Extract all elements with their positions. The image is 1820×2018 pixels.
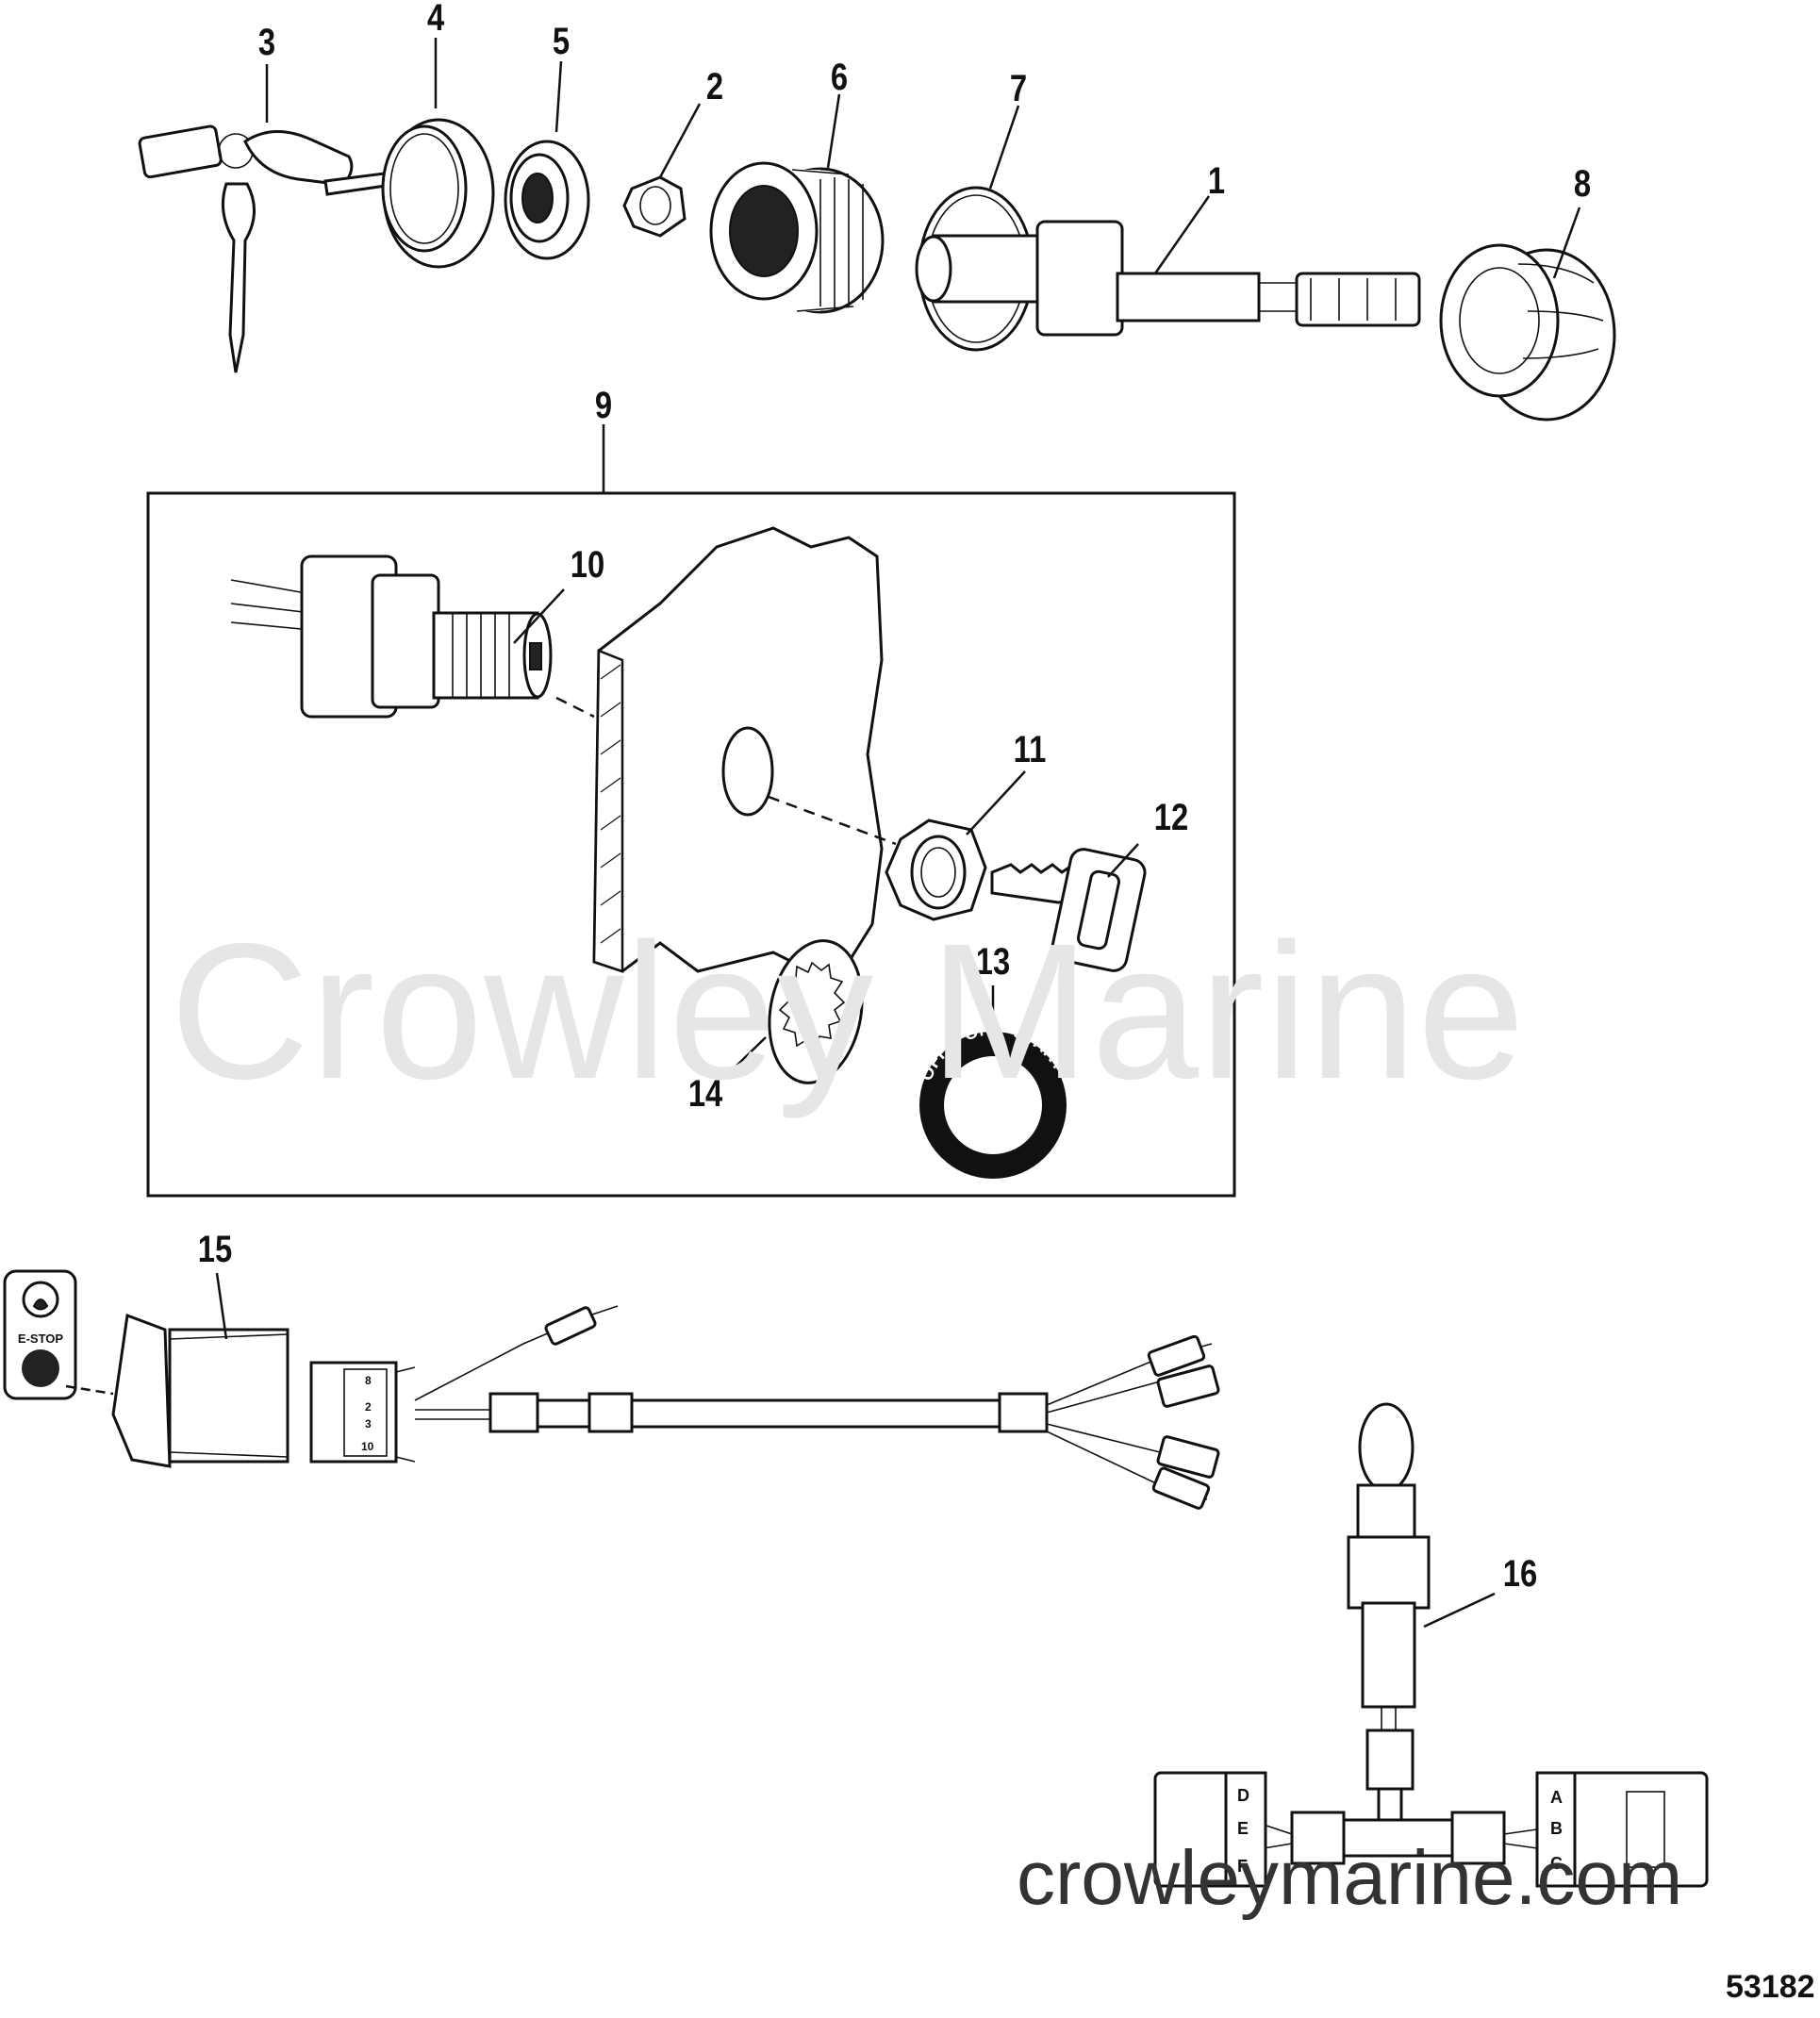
item-14-lock-washer[interactable]: [759, 934, 873, 1090]
callout-12: 12: [1154, 796, 1188, 838]
switch-pin-3: 10: [361, 1440, 374, 1453]
leader-lines-inset: [513, 588, 1139, 1074]
item-6-housing[interactable]: [709, 161, 885, 314]
url-watermark: crowleymarine.com: [1017, 1835, 1683, 1921]
callout-9: 9: [595, 384, 612, 426]
item-1-ignition-switch[interactable]: [915, 220, 1421, 337]
dash-panel-section: [592, 526, 897, 973]
conn-right-2: C: [1550, 1854, 1563, 1873]
item-12-key[interactable]: [990, 847, 1148, 973]
figure-number: 53182: [1726, 1969, 1815, 2005]
callout-11: 11: [1014, 728, 1047, 770]
watermark-text: Crowley Marine: [170, 903, 1526, 1119]
callout-2: 2: [706, 65, 723, 108]
item-4-bezel[interactable]: [381, 118, 495, 269]
item-11-nut[interactable]: [885, 819, 987, 921]
switch-pin-1: 2: [365, 1400, 372, 1414]
estop-label: E-STOP: [18, 1332, 63, 1346]
item-16-lanyard-harness[interactable]: [1153, 1402, 1709, 1888]
callout-5: 5: [553, 20, 570, 62]
item-13-decal-ring[interactable]: [919, 1032, 1067, 1179]
switch-pin-0: 8: [365, 1374, 372, 1387]
item-2-nut[interactable]: [622, 175, 687, 238]
callout-1: 1: [1208, 159, 1225, 202]
callout-6: 6: [831, 56, 848, 98]
switch-pin-2: 3: [365, 1417, 372, 1431]
switch-pin-labels: 8 2 3 10: [361, 1374, 374, 1453]
callout-labels: 3 4 5 2 6 7 1 8 9 10 11 12 13 14 15 16: [198, 0, 1591, 1595]
conn-right-0: A: [1550, 1788, 1563, 1807]
callout-15: 15: [198, 1228, 232, 1270]
leader-15: [215, 1272, 228, 1340]
callout-7: 7: [1010, 67, 1027, 109]
conn-left-0: F: [1237, 1857, 1248, 1876]
leader-lines-top: [265, 38, 1581, 279]
conn-right-1: B: [1550, 1819, 1563, 1838]
callout-13: 13: [976, 940, 1010, 983]
estop-wire-harness: [414, 1305, 1220, 1510]
item-3-key-set[interactable]: [138, 124, 433, 373]
item-5-seal[interactable]: [504, 140, 590, 260]
conn-left-2: D: [1237, 1786, 1249, 1805]
callout-3: 3: [258, 21, 275, 63]
callout-16: 16: [1503, 1552, 1537, 1595]
item-15-estop-switch[interactable]: [111, 1313, 416, 1468]
callout-4: 4: [427, 0, 445, 39]
conn-left-1: E: [1237, 1819, 1249, 1838]
item-9-inset-box: [146, 491, 1236, 1198]
callout-8: 8: [1574, 162, 1591, 205]
estop-decal[interactable]: [3, 1269, 114, 1400]
callout-14: 14: [688, 1072, 723, 1115]
leader-16: [1423, 1592, 1496, 1629]
connector-letters: F E D A B C: [1237, 1786, 1563, 1876]
item-8-cap[interactable]: [1439, 243, 1616, 422]
item-10-switch[interactable]: [230, 554, 595, 719]
callout-10: 10: [571, 543, 604, 586]
